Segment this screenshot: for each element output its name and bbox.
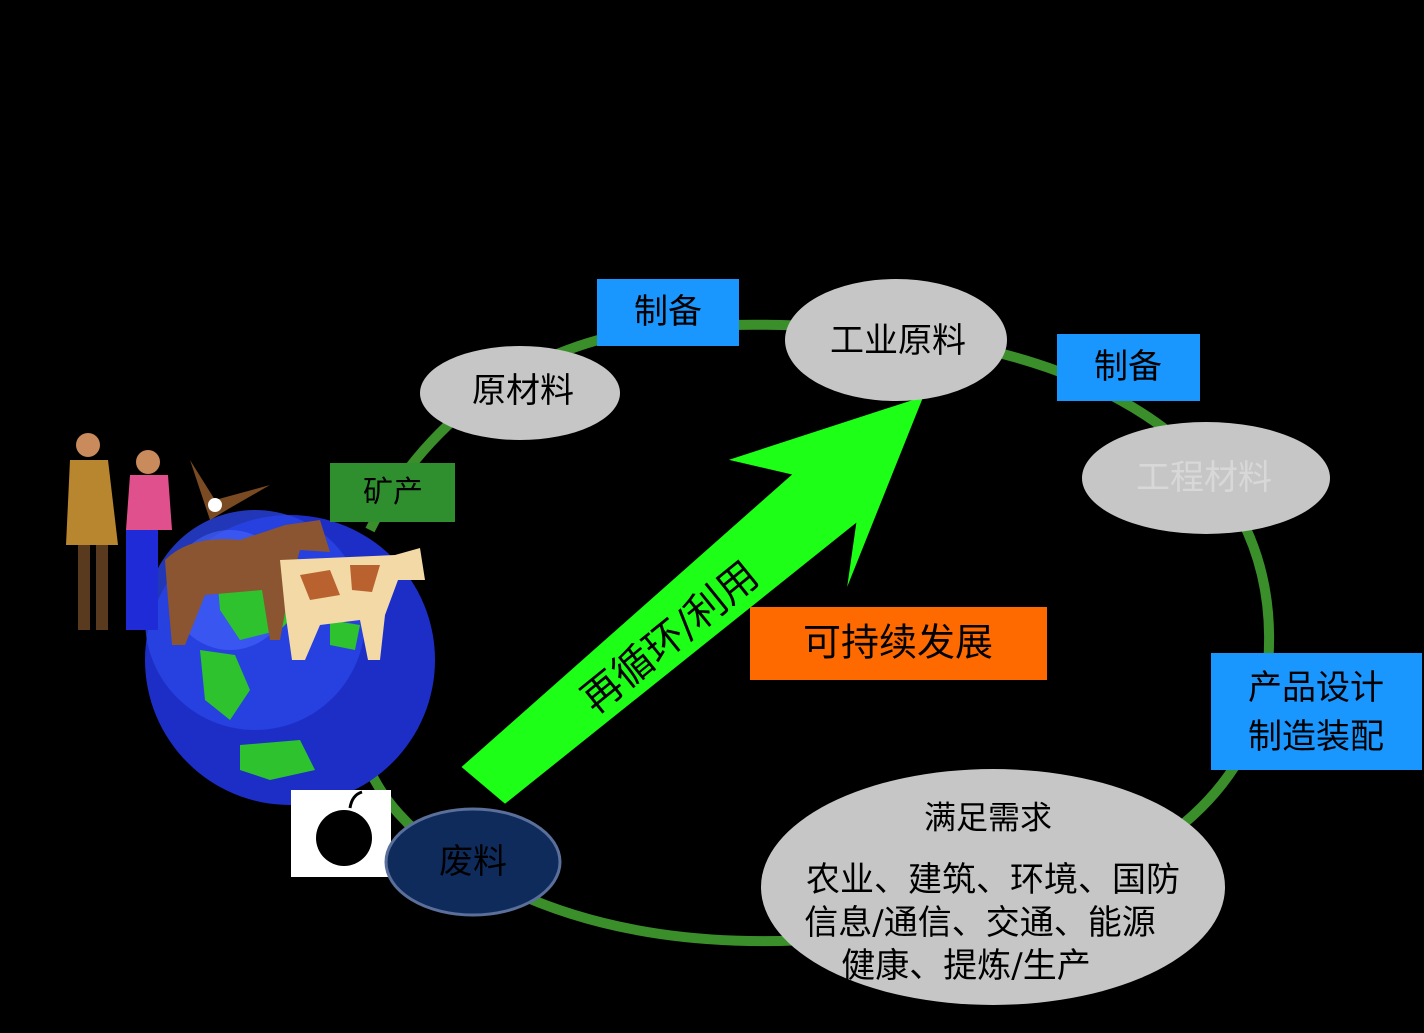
- industrial-materials-label: 工业原料: [830, 321, 966, 361]
- design-label-1: 产品设计: [1248, 668, 1384, 708]
- prep-box-1: 制备: [597, 279, 739, 346]
- design-label-2: 制造装配: [1248, 717, 1384, 757]
- demand-line-1: 农业、建筑、环境、国防: [806, 860, 1180, 900]
- mining-box: 矿产: [330, 463, 455, 522]
- demand-line-3: 健康、提炼/生产: [841, 946, 1090, 986]
- sustain-box: 可持续发展: [750, 607, 1047, 680]
- node-raw-materials: 原材料: [420, 346, 620, 440]
- sustain-label: 可持续发展: [803, 621, 993, 665]
- node-engineering-materials: 工程材料: [1082, 422, 1330, 534]
- demand-title: 满足需求: [924, 799, 1052, 837]
- people-icon: [66, 433, 172, 630]
- prep-box-2: 制备: [1057, 334, 1200, 401]
- prep-label-2: 制备: [1094, 347, 1162, 387]
- recycle-arrow-label: 再循环/利用: [573, 553, 768, 723]
- engineering-materials-label: 工程材料: [1136, 458, 1272, 498]
- design-box: 产品设计 制造装配: [1211, 653, 1422, 770]
- node-waste: 废料: [384, 807, 562, 917]
- node-demand: 满足需求 农业、建筑、环境、国防 信息/通信、交通、能源 健康、提炼/生产: [761, 769, 1225, 1005]
- bomb-icon: [291, 790, 391, 877]
- cow-icon: [280, 548, 425, 660]
- waste-label: 废料: [439, 842, 507, 882]
- prep-label-1: 制备: [634, 292, 702, 332]
- horse-icon: [165, 520, 330, 645]
- recycle-arrow: 再循环/利用: [458, 393, 927, 807]
- eagle-icon: [190, 460, 270, 520]
- demand-line-2: 信息/通信、交通、能源: [804, 903, 1155, 943]
- mining-label: 矿产: [363, 475, 423, 510]
- node-industrial-materials: 工业原料: [785, 279, 1007, 401]
- raw-materials-label: 原材料: [472, 371, 574, 411]
